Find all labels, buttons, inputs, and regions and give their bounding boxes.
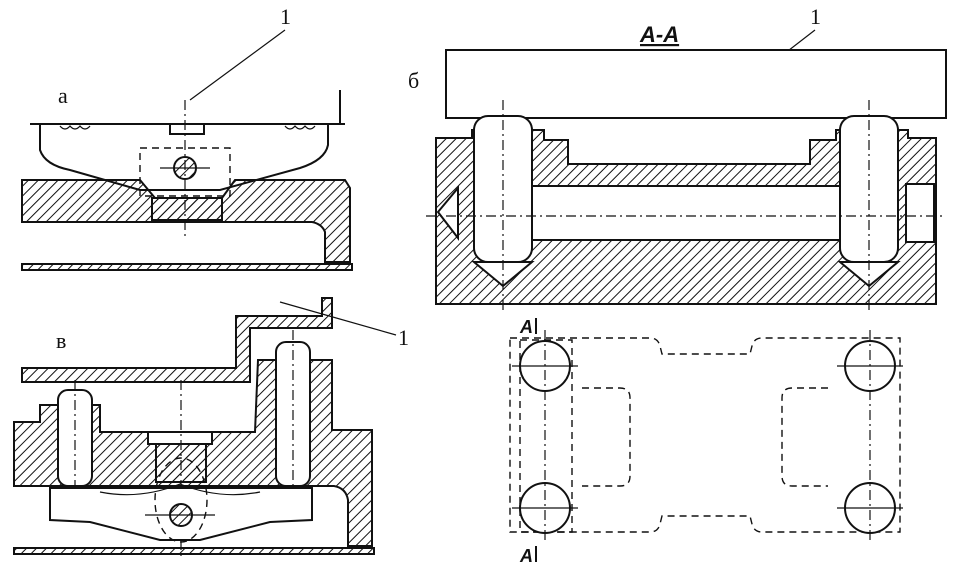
hidden-ellipse-v bbox=[154, 457, 208, 543]
leader-line-v bbox=[279, 301, 397, 336]
section-mark-bottom: А bbox=[519, 546, 533, 566]
serration-right-a bbox=[284, 125, 316, 130]
leader-line-a bbox=[189, 29, 286, 101]
view-v-label: в bbox=[56, 328, 66, 353]
callout-a-number: 1 bbox=[280, 4, 291, 29]
top-pad-a bbox=[169, 123, 205, 135]
spring-v bbox=[99, 483, 261, 496]
serration-left-a bbox=[59, 125, 91, 130]
wedge-insert-a bbox=[151, 197, 223, 221]
plan-inner-right bbox=[781, 387, 828, 487]
callout-b-number: 1 bbox=[810, 4, 821, 29]
ground-hatch-v bbox=[13, 547, 375, 555]
end-cap-b bbox=[905, 183, 935, 243]
view-b: б А-А 1 А А bbox=[408, 4, 947, 566]
view-a-label: а bbox=[58, 83, 68, 108]
inner-channel-b bbox=[477, 185, 882, 241]
view-b-label: б bbox=[408, 68, 419, 93]
ground-hatch-a bbox=[21, 263, 353, 271]
workpiece-b bbox=[445, 49, 947, 119]
callout-v-number: 1 bbox=[398, 325, 409, 350]
workpiece-v bbox=[21, 297, 333, 383]
section-mark-top: А bbox=[519, 317, 533, 337]
nut-cap-v bbox=[147, 431, 213, 445]
left-wedge-b bbox=[436, 185, 459, 241]
plan-inner-left bbox=[582, 387, 631, 487]
view-v: в 1 bbox=[13, 297, 409, 560]
view-a: а 1 bbox=[21, 4, 353, 271]
plan-outline-b bbox=[509, 337, 901, 533]
section-title: А-А bbox=[639, 22, 679, 47]
